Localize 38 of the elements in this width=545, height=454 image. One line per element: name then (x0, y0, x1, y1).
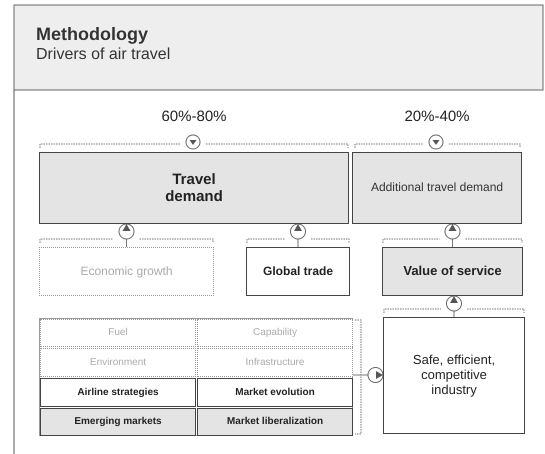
driver-label: Economic growth (80, 264, 173, 278)
arrow (352, 367, 384, 383)
driver-label: Travel demand (164, 170, 224, 206)
arrow (444, 224, 460, 248)
driver-label: Value of service (403, 264, 502, 279)
driver-box (383, 317, 525, 434)
driver-label: Global trade (262, 264, 333, 278)
driver-box (246, 247, 350, 296)
driver-box (197, 408, 353, 436)
driver-box (197, 378, 353, 407)
driver-label: Market evolution (235, 386, 315, 398)
driver-label: Fuel (108, 327, 128, 339)
title: Methodology (36, 24, 148, 45)
driver-box (39, 152, 349, 224)
arrow (290, 224, 306, 248)
driver-label: Safe, efficient, competitive industry (412, 353, 496, 398)
driver-label: Emerging markets (74, 416, 162, 428)
driver-box (40, 319, 196, 347)
subtitle: Drivers of air travel (36, 46, 170, 64)
driver-label: Additional travel demand (370, 181, 504, 195)
percentage-label: 20%-40% (403, 108, 471, 125)
driver-box (40, 408, 196, 436)
driver-label: Airline strategies (77, 386, 159, 398)
driver-box (382, 247, 523, 296)
driver-box (39, 247, 214, 296)
percentage-label: 60%-80% (160, 108, 228, 125)
driver-box (40, 378, 196, 407)
driver-label: Market liberalization (226, 416, 324, 428)
driver-box (40, 348, 196, 377)
driver-box (197, 319, 353, 347)
arrow (118, 224, 134, 248)
driver-label: Environment (90, 356, 146, 368)
driver-label: Infrastructure (246, 356, 304, 368)
driver-box (197, 348, 353, 377)
arrow (446, 296, 462, 318)
driver-box (352, 152, 522, 224)
box-frame (39, 318, 353, 436)
driver-label: Capability (253, 327, 297, 339)
